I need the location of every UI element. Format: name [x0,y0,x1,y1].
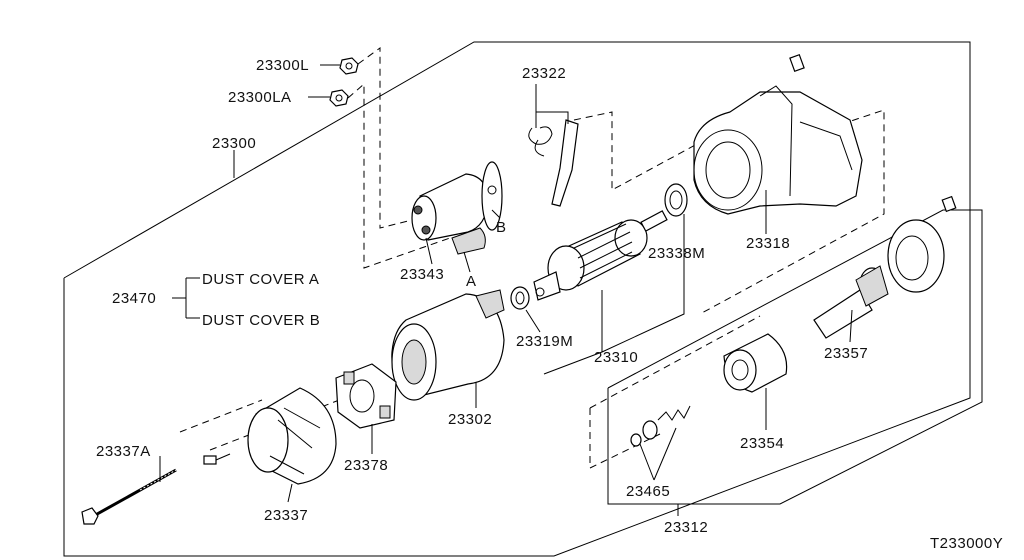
armature-23310 [533,210,668,301]
nut-23300LA [329,89,349,107]
dust-cover-a-part [451,227,486,255]
label-23318: 23318 [746,235,790,252]
label-23338M: 23338M [648,245,705,262]
brush-holder-23378 [335,363,397,429]
label-23337: 23337 [264,507,308,524]
label-23378: 23378 [344,457,388,474]
spring-clip-23322 [528,119,579,207]
label-23310: 23310 [594,349,638,366]
screw-23337-small [203,453,231,465]
label-23302: 23302 [448,411,492,428]
nut-23300L [339,57,359,75]
solenoid-23343 [411,161,503,241]
bearing-23338M [664,183,688,217]
bearing-23319M [510,286,530,310]
label-23357: 23357 [824,345,868,362]
label-23319M: 23319M [516,333,573,350]
rear-cover-23337 [247,387,337,485]
assembly-frame-23312 [607,209,983,505]
label-23312: 23312 [664,519,708,536]
diagram-code: T233000Y [930,535,1003,552]
label-23354: 23354 [740,435,784,452]
yoke-23302 [391,289,505,401]
label-23322: 23322 [522,65,566,82]
assembly-frame-23300 [63,41,971,557]
label-23343: 23343 [400,266,444,283]
label-mark-b: B [496,219,507,236]
label-mark-a: A [466,273,477,290]
label-23337A: 23337A [96,443,151,460]
overrunning-clutch-23354 [723,333,788,393]
through-bolt-23337A [81,468,177,525]
label-dust-cover-a: DUST COVER A [202,271,319,288]
label-23300L: 23300L [256,57,309,74]
spring-washer-23465 [630,405,691,447]
label-23300LA: 23300LA [228,89,292,106]
label-23300: 23300 [212,135,256,152]
front-housing-23318 [693,53,863,215]
pinion-shaft-23357 [813,265,889,339]
drive-housing-ring [887,195,957,293]
label-23470: 23470 [112,290,156,307]
leader-lines [159,64,853,516]
label-23465: 23465 [626,483,670,500]
label-dust-cover-b: DUST COVER B [202,312,320,329]
